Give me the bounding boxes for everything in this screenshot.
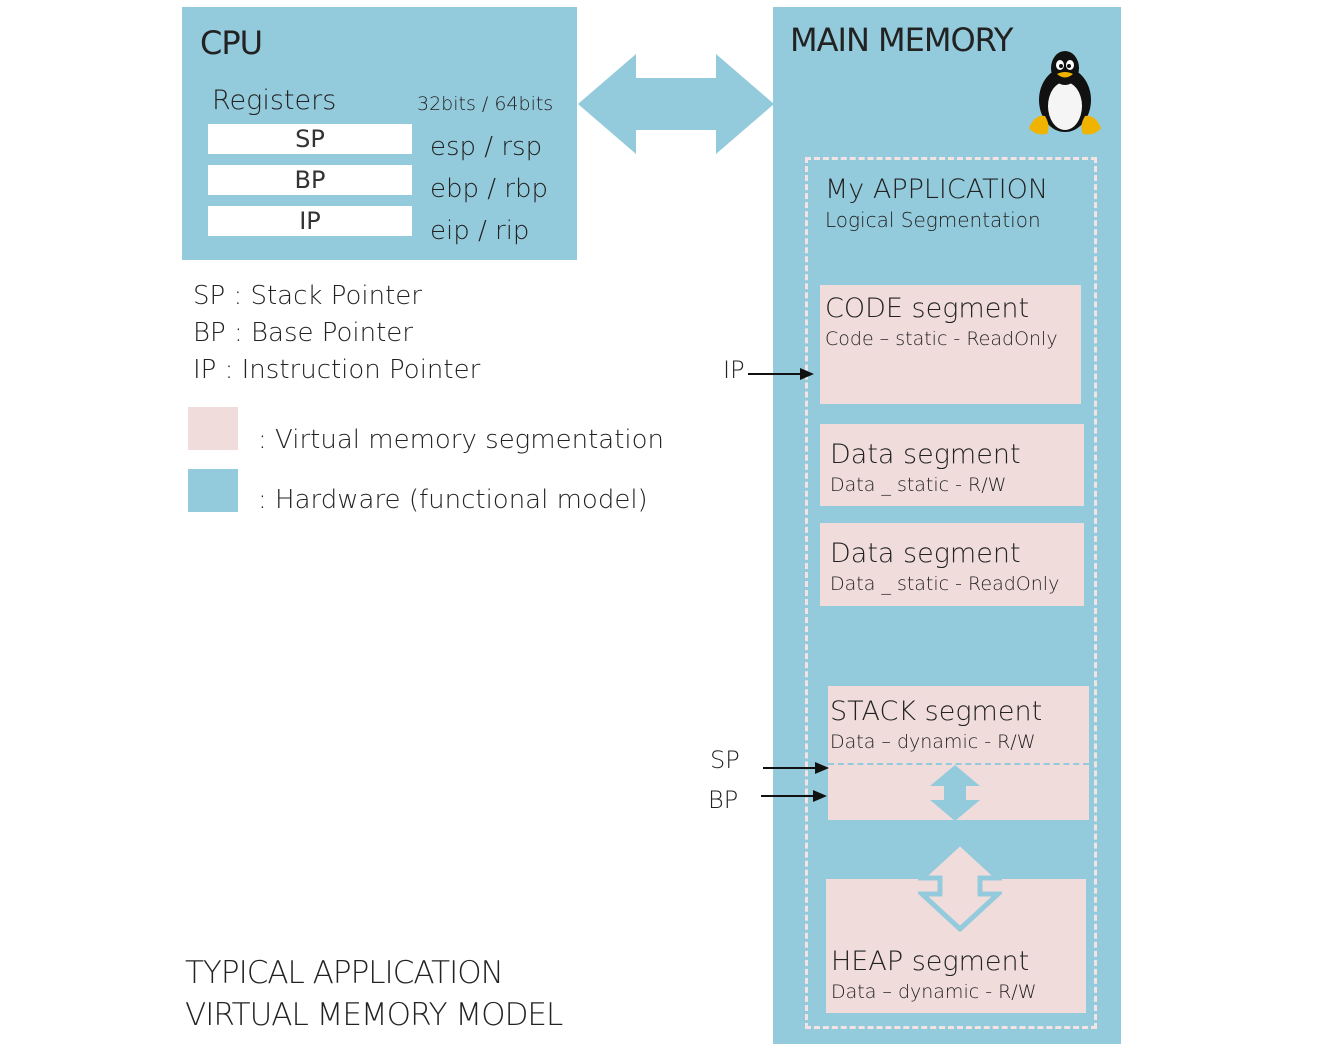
heap-segment-title: HEAP segment	[831, 946, 1030, 977]
stack-frame-divider	[828, 763, 1089, 765]
application-subtitle: Logical Segmentation	[825, 208, 1041, 232]
definition-sp: SP : Stack Pointer	[193, 281, 422, 311]
code-segment-subtitle: Code – static - ReadOnly	[825, 328, 1058, 350]
data-segment-readonly-subtitle: Data _ static - ReadOnly	[830, 573, 1060, 595]
application-dashed-frame	[805, 157, 1097, 1029]
code-segment: CODE segment Code – static - ReadOnly	[820, 285, 1081, 404]
cpu-block: CPU Registers 32bits / 64bits SP BP IP e…	[182, 7, 577, 260]
register-bp: BP	[208, 165, 412, 195]
sp-pointer-arrow-icon	[763, 762, 829, 774]
heap-arrow-overlay-icon	[918, 840, 1002, 932]
caption-line-2: VIRTUAL MEMORY MODEL	[185, 997, 563, 1033]
legend-label-virtual: : Virtual memory segmentation	[258, 425, 665, 455]
data-segment-rw: Data segment Data _ static - R/W	[820, 424, 1084, 506]
definition-bp: BP : Base Pointer	[193, 318, 413, 348]
register-bp-arch: ebp / rbp	[430, 174, 548, 204]
stack-segment-title: STACK segment	[830, 696, 1043, 727]
application-title: My APPLICATION	[825, 174, 1049, 205]
register-ip-arch: eip / rip	[430, 216, 530, 246]
linux-tux-icon	[1029, 51, 1101, 135]
data-segment-readonly-title: Data segment	[830, 538, 1021, 569]
sp-pointer-label: SP	[710, 746, 740, 774]
legend-label-hardware: : Hardware (functional model)	[258, 485, 648, 515]
legend-swatch-virtual	[188, 407, 238, 450]
registers-label: Registers	[212, 85, 337, 116]
definition-ip: IP : Instruction Pointer	[193, 355, 481, 385]
register-ip: IP	[208, 206, 412, 236]
data-segment-rw-title: Data segment	[830, 439, 1021, 470]
stack-growth-arrow-icon	[930, 765, 980, 821]
main-memory-title: MAIN MEMORY	[790, 21, 1013, 59]
ip-pointer-arrow-icon	[748, 368, 814, 380]
caption-line-1: TYPICAL APPLICATION	[185, 955, 504, 991]
legend-swatch-hardware	[188, 469, 238, 512]
data-segment-readonly: Data segment Data _ static - ReadOnly	[820, 523, 1084, 606]
bp-pointer-label: BP	[708, 786, 739, 814]
heap-segment-subtitle: Data – dynamic - R/W	[831, 981, 1037, 1003]
bp-pointer-arrow-icon	[761, 790, 827, 802]
register-sp-arch: esp / rsp	[430, 132, 543, 162]
register-width-label: 32bits / 64bits	[417, 93, 554, 115]
register-sp: SP	[208, 124, 412, 154]
cpu-title: CPU	[200, 24, 263, 62]
ip-pointer-label: IP	[723, 356, 745, 384]
code-segment-title: CODE segment	[825, 293, 1030, 324]
bus-double-arrow-icon	[578, 54, 774, 154]
stack-segment-subtitle: Data – dynamic - R/W	[830, 731, 1036, 753]
data-segment-rw-subtitle: Data _ static - R/W	[830, 474, 1007, 496]
